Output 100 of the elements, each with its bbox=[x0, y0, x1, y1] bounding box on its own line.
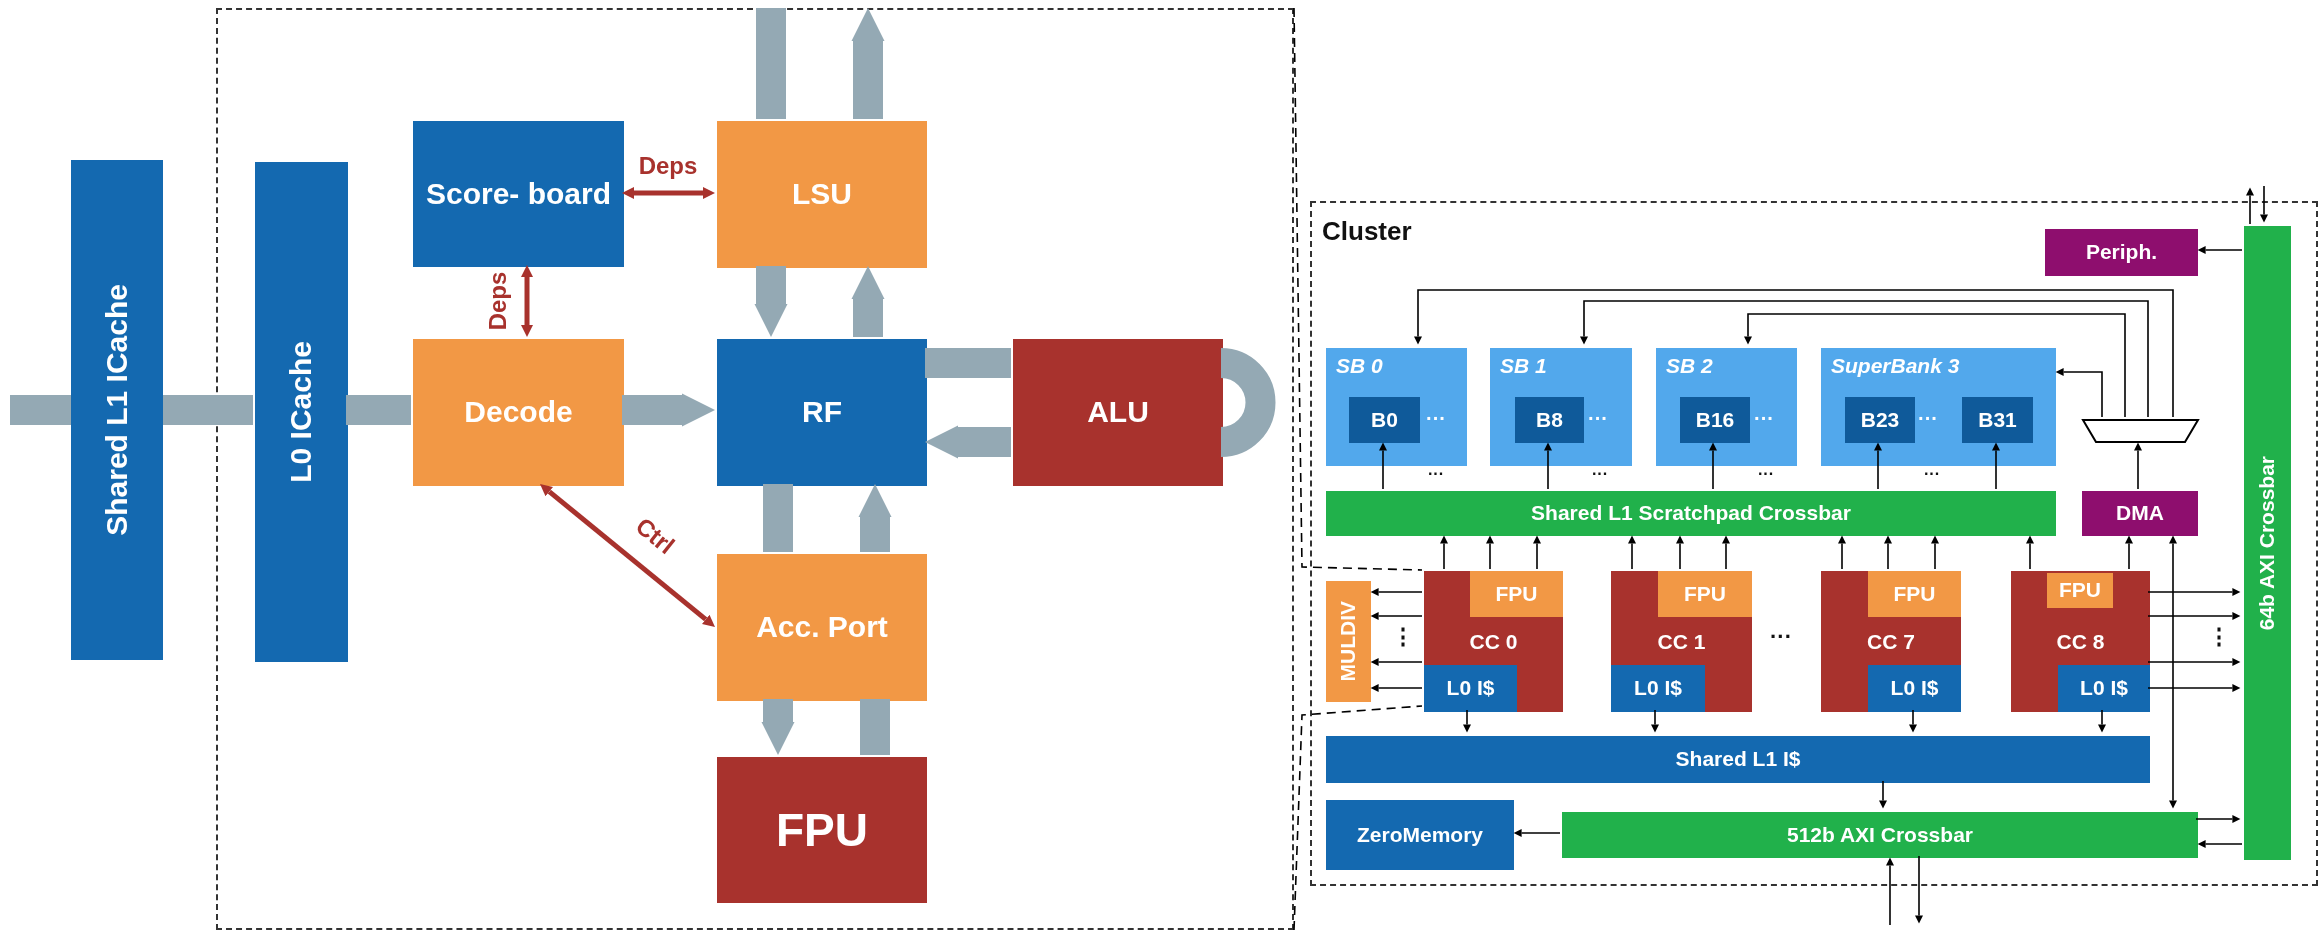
flow-band bbox=[860, 699, 890, 755]
bank-block bbox=[1349, 397, 1420, 443]
unit-block bbox=[413, 121, 624, 267]
block-label: RF bbox=[802, 395, 842, 430]
cache-bar bbox=[71, 160, 163, 660]
ellipsis-mark: ··· bbox=[1426, 408, 1446, 428]
group-title: Cluster bbox=[1322, 217, 1412, 247]
group-title: CC 7 bbox=[1867, 629, 1915, 654]
block-label: Score- board bbox=[425, 176, 611, 212]
arrow bbox=[1651, 709, 1659, 733]
core-block bbox=[1611, 571, 1752, 712]
arrow bbox=[1628, 535, 1636, 570]
arrow bbox=[2026, 535, 2034, 570]
block-label: L0 I$ bbox=[2080, 676, 2128, 701]
unit-block bbox=[717, 339, 927, 486]
double-arrow bbox=[2169, 535, 2177, 809]
double-arrow bbox=[540, 484, 715, 627]
arrow bbox=[1992, 442, 2000, 490]
unit-block bbox=[2058, 665, 2150, 712]
crossbar-bar bbox=[2244, 226, 2291, 860]
block-label: 512b AXI Crossbar bbox=[1787, 822, 1973, 848]
core-block bbox=[1424, 571, 1563, 712]
arrow bbox=[1370, 588, 1423, 596]
zoom-line bbox=[1293, 7, 1423, 571]
unit-block bbox=[1611, 665, 1705, 712]
block-label: FPU bbox=[1684, 581, 1726, 607]
block-label: ZeroMemory bbox=[1357, 822, 1483, 848]
arrow bbox=[2098, 709, 2106, 733]
arrow bbox=[1370, 658, 1423, 666]
arrow bbox=[851, 8, 885, 119]
block-label: Shared L1 ICache bbox=[99, 284, 134, 536]
arrow bbox=[2197, 246, 2243, 254]
block-label: B31 bbox=[1978, 407, 2017, 433]
arrow bbox=[2147, 588, 2241, 596]
ellipsis-mark: ··· bbox=[1758, 466, 1774, 482]
block-label: L0 ICache bbox=[284, 341, 319, 483]
unit-block bbox=[1868, 665, 1961, 712]
unit-block bbox=[717, 554, 927, 701]
arrow bbox=[1440, 535, 1448, 570]
block-label: DMA bbox=[2116, 501, 2164, 526]
bank-group bbox=[1490, 348, 1632, 466]
group-title: SB 1 bbox=[1500, 354, 1547, 379]
block-label: L0 I$ bbox=[1634, 676, 1682, 701]
arrow bbox=[1709, 442, 1717, 490]
ellipsis-mark: ··· bbox=[1770, 626, 1792, 648]
bank-block bbox=[1680, 397, 1750, 443]
arrow bbox=[1874, 442, 1882, 490]
arrow bbox=[925, 425, 1011, 459]
unit-block bbox=[1424, 665, 1517, 712]
block-label: FPU bbox=[1893, 581, 1936, 607]
arrow bbox=[1722, 535, 1730, 570]
flow-band bbox=[163, 395, 253, 425]
unit-block bbox=[1868, 571, 1961, 617]
crossbar-bar bbox=[1326, 491, 2056, 536]
block-label: Shared L1 I$ bbox=[1675, 747, 1801, 772]
ellipsis-mark: ··· bbox=[1754, 408, 1774, 428]
group-title: SB 2 bbox=[1666, 354, 1713, 379]
block-label: FPU bbox=[2059, 578, 2101, 603]
bank-group bbox=[1656, 348, 1797, 466]
arrow bbox=[1544, 442, 1552, 490]
arrow bbox=[2125, 535, 2133, 570]
arrow bbox=[622, 393, 715, 427]
block-label: L0 I$ bbox=[1446, 676, 1495, 701]
group-title: SB 0 bbox=[1336, 354, 1383, 379]
block-label: B0 bbox=[1371, 407, 1398, 433]
block-label: MULDIV bbox=[1336, 601, 1361, 682]
ellipsis-mark: ··· bbox=[1592, 466, 1608, 482]
double-arrow bbox=[622, 187, 715, 199]
ellipsis-mark: ⋮ bbox=[1392, 626, 1414, 648]
core-block bbox=[2011, 571, 2150, 712]
double-arrow bbox=[521, 265, 533, 337]
arrow bbox=[2055, 368, 2103, 418]
bank-group bbox=[1326, 348, 1467, 466]
block-label: Decode bbox=[464, 395, 573, 430]
flow-band bbox=[346, 395, 411, 425]
unit-block bbox=[413, 339, 624, 486]
arrow bbox=[1580, 300, 2149, 418]
arrow bbox=[1931, 535, 1939, 570]
multiplexer-symbol bbox=[2082, 419, 2199, 443]
unit-block bbox=[1013, 339, 1223, 486]
unit-block bbox=[1326, 581, 1371, 702]
arrow bbox=[2195, 815, 2241, 823]
block-label: ALU bbox=[1087, 395, 1149, 430]
arrow bbox=[1414, 289, 2174, 418]
arrow bbox=[1513, 829, 1561, 837]
block-label: FPU bbox=[776, 803, 868, 857]
zoom-line bbox=[1293, 705, 1423, 931]
ellipsis-mark: ··· bbox=[1924, 466, 1940, 482]
memory-block bbox=[1326, 800, 1514, 870]
arrow bbox=[1879, 780, 1887, 809]
block-label: Shared L1 Scratchpad Crossbar bbox=[1531, 501, 1851, 526]
core-block bbox=[1821, 571, 1961, 712]
block-label: L0 I$ bbox=[1890, 676, 1939, 701]
arrow bbox=[2197, 840, 2243, 848]
flow-band bbox=[925, 348, 1011, 378]
group-title: CC 1 bbox=[1657, 629, 1706, 654]
arrow bbox=[2147, 658, 2241, 666]
arrow bbox=[1915, 855, 1923, 924]
bank-block bbox=[1845, 397, 1915, 443]
bank-group bbox=[1821, 348, 2056, 466]
